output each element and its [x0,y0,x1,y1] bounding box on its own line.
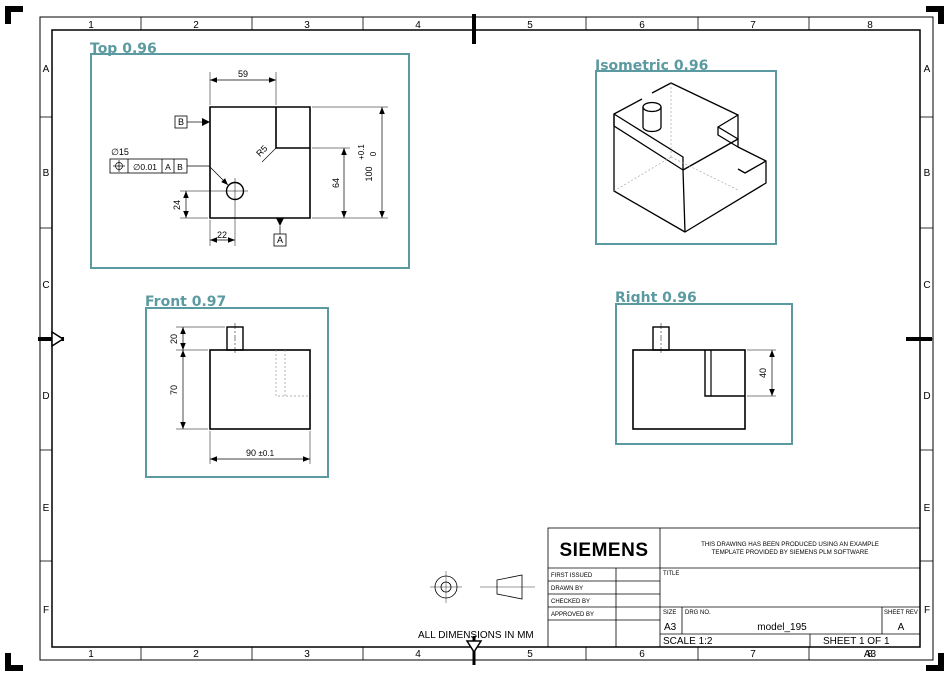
centering-marks [38,14,932,665]
dim-100-label: 100 [364,166,374,181]
row-label-right-f: F [924,605,930,616]
drg-no-label: DRG NO. [685,610,711,616]
detection-label-right: Right 0.96 [615,290,697,306]
col-label-bottom-4: 4 [415,649,421,660]
front-view-text: 20 70 90 ±0.1 [169,334,275,458]
detection-label-top: Top 0.96 [90,41,157,57]
dim-r5-label: R5 [254,143,269,158]
title-label: TITLE [663,571,679,577]
disclaimer-line-2: TEMPLATE PROVIDED BY SIEMENS PLM SOFTWAR… [712,549,869,556]
right-view-body [632,349,746,430]
col-label-bottom-8: 8 [867,649,873,660]
dim-90-label: 90 ±0.1 [246,448,275,458]
col-label-bottom-6: 6 [639,649,645,660]
size-label: SIZE [663,610,676,616]
row-label-right-b: B [924,168,931,179]
title-block [547,527,921,648]
col-label-top-2: 2 [193,20,199,31]
top-view-pocket [275,107,310,149]
first-issued-label: FIRST ISSUED [551,573,593,579]
size-value: A3 [664,622,677,633]
siemens-logo: SIEMENS [559,540,648,561]
dim-24-label: 24 [172,200,182,210]
sheet-rev-label: SHEET REV [884,610,918,616]
dim-40-label: 40 [758,368,768,378]
detection-box-top[interactable] [90,53,410,269]
dim-64-label: 64 [331,178,341,188]
row-label-left-b: B [43,168,50,179]
row-label-left-f: F [43,605,49,616]
col-label-top-6: 6 [639,20,645,31]
fcf-datum1-label: A [165,162,171,172]
col-label-bottom-7: 7 [750,649,756,660]
title-block-text: SIEMENS THIS DRAWING HAS BEEN PRODUCED U… [551,540,918,647]
dim-70-label: 70 [169,385,179,395]
row-label-left-c: C [42,280,49,291]
row-label-left-a: A [43,64,50,75]
row-label-left-d: D [42,391,49,402]
sheet-rev-value: A [898,622,905,633]
col-label-top-7: 7 [750,20,756,31]
scale-value: SCALE 1:2 [663,636,713,647]
row-label-right-d: D [923,391,930,402]
corner-marks [5,6,944,671]
col-label-bottom-5: 5 [527,649,533,660]
row-label-right-e: E [924,503,931,514]
dim-22-label: 22 [217,230,227,240]
drawn-by-label: DRAWN BY [551,586,583,592]
checked-by-label: CHECKED BY [551,599,590,605]
row-label-left-e: E [43,503,50,514]
detection-label-isometric: Isometric 0.96 [595,58,708,74]
datum-b-label: B [178,117,184,127]
row-label-right-c: C [923,280,930,291]
disclaimer-line-1: THIS DRAWING HAS BEEN PRODUCED USING AN … [701,541,879,548]
top-view-outline [209,106,311,219]
feature-control-frame [109,158,188,174]
isometric-view [613,82,767,233]
detection-label-front: Front 0.97 [145,294,226,310]
col-label-top-4: 4 [415,20,421,31]
top-view [109,72,388,247]
datum-a-label: A [277,235,283,245]
detection-overlays: Top 0.96 Isometric 0.96 Front 0.97 Right… [90,41,793,478]
sheet-size-footer: A3 [864,649,877,660]
position-symbol-icon [113,160,125,172]
front-view [176,323,311,464]
top-view-text: 59 R5 64 100 +0.1 0 24 22 B A ∅15 ∅0.01 … [111,69,378,245]
tol-upper-label: +0.1 [357,144,366,160]
col-label-top-8: 8 [867,20,873,31]
tol-lower-label: 0 [369,151,378,156]
projection-symbol-icon [430,571,535,603]
right-view [632,323,776,430]
approved-by-label: APPROVED BY [551,612,594,618]
col-label-top-1: 1 [88,20,94,31]
col-label-top-5: 5 [527,20,533,31]
grid-labels: 1 2 3 4 5 6 7 8 1 2 3 4 5 6 7 8 A B C D … [42,20,930,660]
detection-box-right[interactable] [615,303,793,445]
row-label-right-a: A [924,64,931,75]
fcf-tolerance-label: ∅0.01 [133,162,157,172]
col-label-bottom-1: 1 [88,649,94,660]
drg-no-value: model_195 [757,622,807,633]
col-label-top-3: 3 [304,20,310,31]
front-view-body [209,349,311,430]
column-ticks [140,17,810,660]
col-label-bottom-3: 3 [304,649,310,660]
units-note: ALL DIMENSIONS IN MM [418,630,534,641]
dim-59-label: 59 [238,69,248,79]
sheet-count-value: SHEET 1 OF 1 [823,636,890,647]
fcf-datum2-label: B [177,162,183,172]
col-label-bottom-2: 2 [193,649,199,660]
detection-box-isometric[interactable] [595,70,777,245]
hole-diameter-label: ∅15 [111,147,129,157]
detection-box-front[interactable] [145,307,329,478]
dim-20-label: 20 [169,334,179,344]
